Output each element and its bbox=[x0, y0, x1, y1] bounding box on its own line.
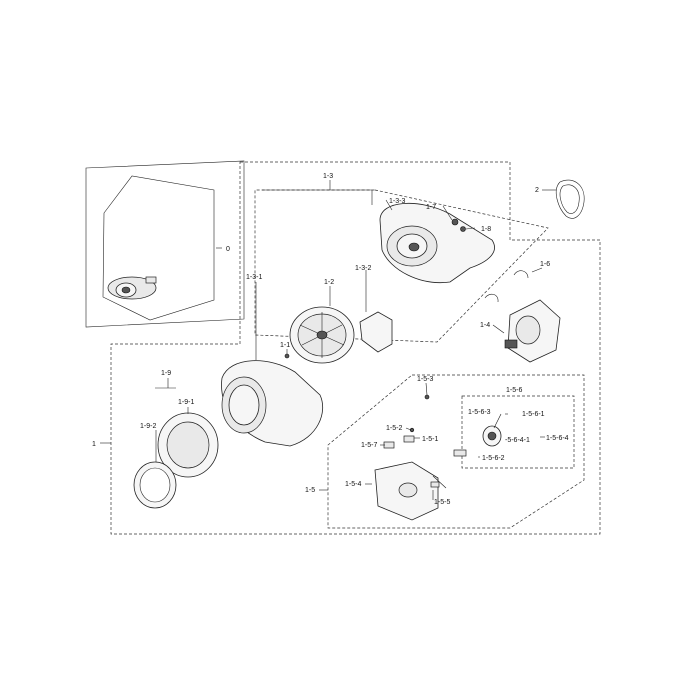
callout-1-5-5: 1-5-5 bbox=[434, 499, 450, 506]
callout-1-5-1: 1-5-1 bbox=[422, 436, 438, 443]
thermostat-1-7 bbox=[451, 218, 459, 226]
callout-1-3-3: 1-3-3 bbox=[389, 198, 405, 205]
callout-2: 2 bbox=[535, 187, 539, 194]
callout-labels: 0 1 1-1 1-2 1-3 1-3-1 1-3-2 1-3-3 1-4 1-… bbox=[92, 173, 569, 506]
callout-1-5-7: 1-5-7 bbox=[361, 442, 377, 449]
idler-arm-1-5-6-2 bbox=[453, 449, 467, 457]
drive-motor bbox=[504, 299, 561, 363]
callout-0: 0 bbox=[226, 246, 230, 253]
blower-housing-rear bbox=[379, 203, 495, 284]
boundary-assembly-1-5 bbox=[327, 374, 585, 529]
callout-1-5-6-3: 1-5-6-3 bbox=[468, 409, 491, 416]
drive-belt bbox=[555, 179, 585, 219]
callout-1-5-4: 1-5-4 bbox=[345, 481, 361, 488]
callout-1-6: 1-6 bbox=[540, 261, 550, 268]
gasket-seal bbox=[133, 461, 177, 509]
duct-elbow bbox=[359, 311, 393, 353]
idler-pulley bbox=[482, 425, 502, 447]
callout-1-2: 1-2 bbox=[324, 279, 334, 286]
arm-1-5-1 bbox=[403, 435, 415, 443]
callout-1-9: 1-9 bbox=[161, 370, 171, 377]
callout-1: 1 bbox=[92, 441, 96, 448]
callout-1-5-6-4: 1-5-6-4 bbox=[546, 435, 569, 442]
callout-1-1: 1-1 bbox=[280, 342, 290, 349]
callout-1-3: 1-3 bbox=[323, 173, 333, 180]
sensor-1-8 bbox=[460, 226, 466, 232]
inset-assembly-0 bbox=[85, 160, 245, 328]
clip-upper bbox=[513, 270, 529, 279]
callout-1-5-3: 1-5-3 bbox=[417, 376, 433, 383]
clip-lower bbox=[484, 293, 499, 303]
screw-1-5-3 bbox=[424, 394, 430, 400]
callout-1-4: 1-4 bbox=[480, 322, 490, 329]
callout-1-5-6-1: 1-5-6-1 bbox=[522, 411, 545, 418]
callout-1-9-1: 1-9-1 bbox=[178, 399, 194, 406]
callout-5-6-4-1: -5-6-4-1 bbox=[505, 437, 530, 444]
callout-1-5-6-2: 1-5-6-2 bbox=[482, 455, 505, 462]
spring-1-5-5 bbox=[430, 481, 440, 488]
blower-housing-front bbox=[221, 360, 324, 447]
callout-1-5: 1-5 bbox=[305, 487, 315, 494]
callout-1-5-6: 1-5-6 bbox=[506, 387, 522, 394]
callout-1-3-1: 1-3-1 bbox=[246, 274, 262, 281]
blower-fan-impeller bbox=[289, 306, 355, 364]
boundary-assembly-1 bbox=[110, 161, 601, 535]
callout-1-3-2: 1-3-2 bbox=[355, 265, 371, 272]
callout-1-7: 1-7 bbox=[426, 204, 436, 211]
callout-1-9-2: 1-9-2 bbox=[140, 423, 156, 430]
callout-1-5-2: 1-5-2 bbox=[386, 425, 402, 432]
callout-1-8: 1-8 bbox=[481, 226, 491, 233]
boundary-assembly-1-5-6 bbox=[461, 395, 575, 469]
leader-lines bbox=[100, 180, 556, 500]
screw-1-1 bbox=[284, 353, 290, 359]
motor-bracket bbox=[374, 461, 447, 521]
inset-blower-housing bbox=[107, 276, 157, 300]
spring-1-5-7 bbox=[383, 441, 395, 449]
